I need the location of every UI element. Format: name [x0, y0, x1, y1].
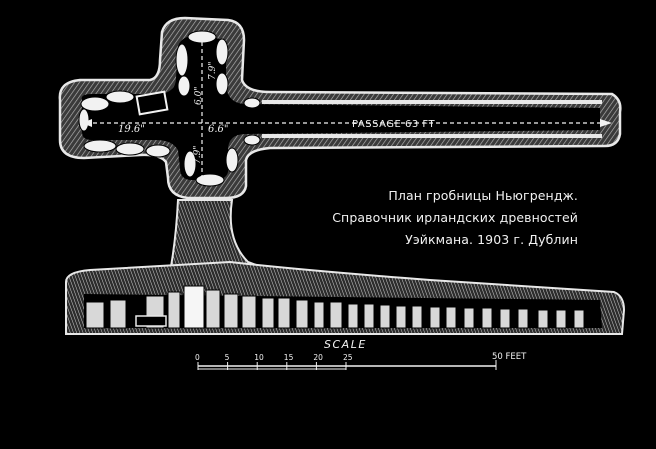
scale-tick-label: 20	[313, 353, 323, 362]
scale-ticks	[197, 362, 347, 370]
basin-stone	[135, 90, 169, 116]
west-recess-width-label: 19.6"	[118, 124, 145, 135]
scale-end-label: 50 FEET	[492, 352, 527, 362]
scale-tick-label: 15	[284, 353, 294, 362]
passage-arrowhead	[600, 119, 612, 127]
tomb-plan	[58, 16, 622, 200]
scale-title: SCALE	[324, 338, 367, 351]
dimension-lines	[86, 42, 600, 178]
chamber-width-label: 6.6"	[208, 124, 229, 135]
corbel-roof	[168, 199, 271, 274]
scale-tick-label: 0	[195, 353, 200, 362]
south-label: 7.9"	[193, 146, 203, 164]
plan-labels: PASSAGE 63 FT 19.6" 6.6" 7.9" 6.0" 7.9"	[118, 62, 436, 164]
passage-stones	[262, 100, 602, 138]
passage-label: PASSAGE 63 FT	[352, 119, 436, 130]
section-basin	[135, 315, 167, 327]
scale-tick-labels: 0 5 10 15 20 25	[195, 353, 353, 362]
caption-line-3: Уэйкмана. 1903 г. Дублин	[405, 232, 578, 247]
plan-chamber	[81, 36, 600, 180]
tomb-section	[65, 199, 626, 335]
north-lower-label: 6.0"	[194, 87, 204, 105]
scale-tick-label: 25	[343, 353, 353, 362]
caption-line-1: План гробницы Ньюгрендж.	[388, 188, 578, 203]
scale-tick-label: 10	[254, 353, 264, 362]
north-upper-label: 7.9"	[208, 62, 218, 80]
section-orthostats	[85, 285, 585, 329]
scale-bar: SCALE 0 5 10 15 20 25 50 FEET	[195, 338, 527, 370]
recess-arrowhead	[82, 119, 92, 127]
plan-stones	[78, 30, 261, 187]
caption-line-2: Справочник ирландских древностей	[332, 210, 578, 225]
scale-tick-label: 5	[225, 353, 230, 362]
